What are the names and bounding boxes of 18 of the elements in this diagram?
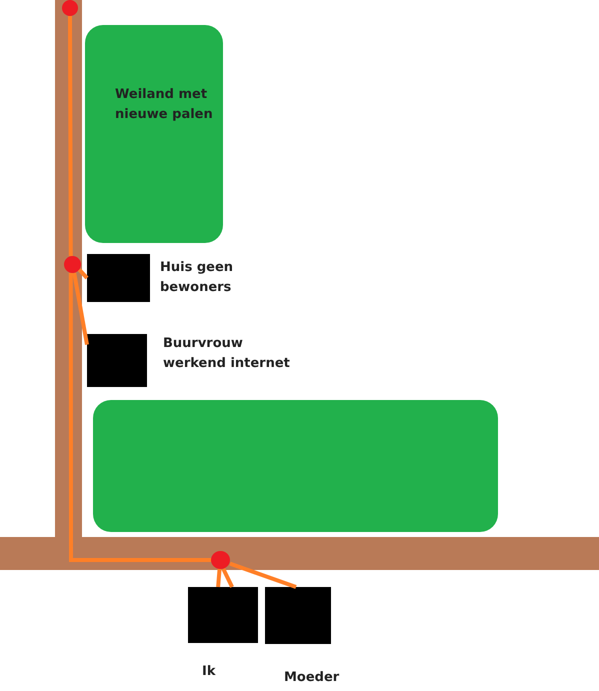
- cable-line: [72, 272, 89, 345]
- house-square: [188, 587, 258, 643]
- cable-line: [78, 268, 88, 280]
- house-square: [87, 254, 150, 302]
- house-square: [265, 587, 331, 644]
- house-label: Ik: [202, 663, 216, 681]
- field-label: Weiland met nieuwe palen: [115, 86, 214, 124]
- house-label: Moeder: [284, 669, 340, 687]
- house-label: Buurvrouw werkend internet: [163, 335, 291, 373]
- field: [85, 25, 223, 243]
- cable-line: [222, 568, 234, 588]
- field: [93, 400, 498, 532]
- cable-line: [216, 568, 222, 588]
- cable-line: [68, 273, 211, 562]
- house-square: [87, 334, 147, 387]
- house-label: Huis geen bewoners: [160, 259, 234, 297]
- cable-line: [68, 16, 73, 256]
- cable-line: [229, 562, 297, 589]
